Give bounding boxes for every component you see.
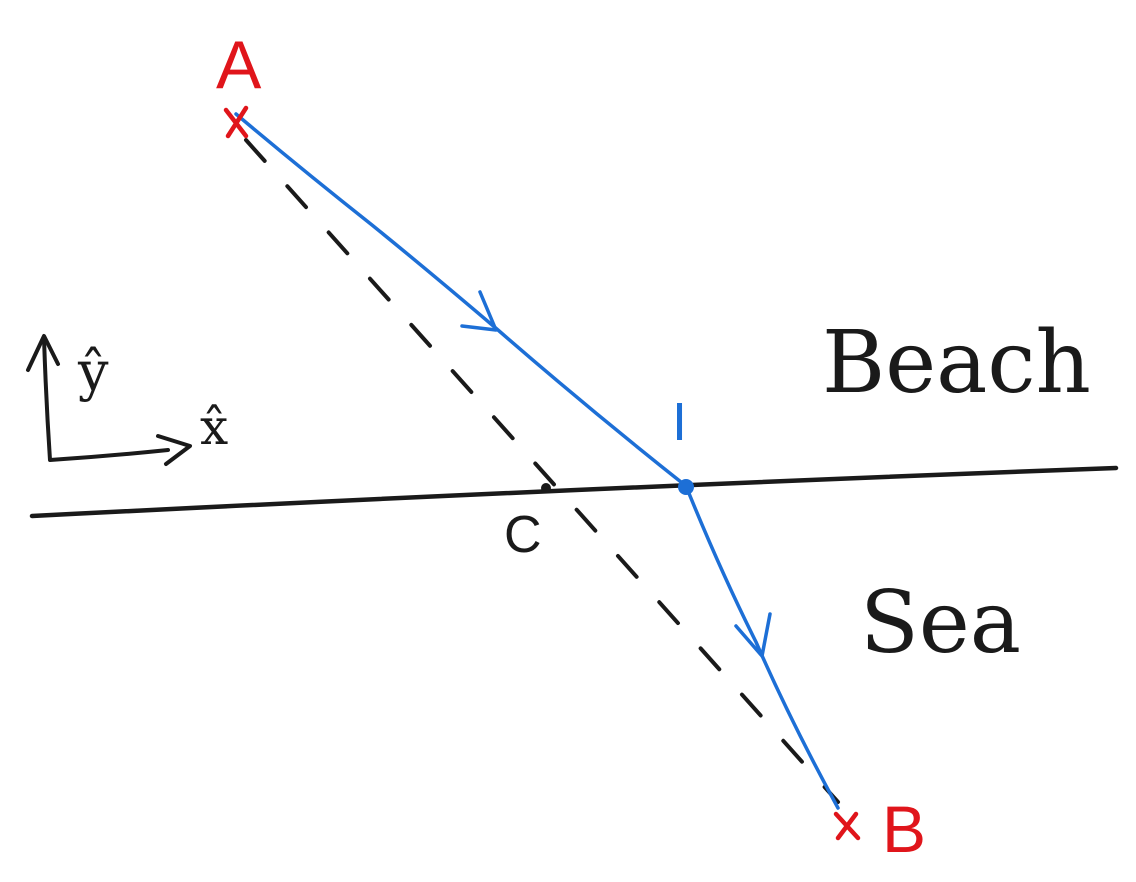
- dashed-line-a-to-b: [244, 138, 840, 804]
- point-b-cross: [833, 811, 861, 841]
- point-c-label: C: [504, 506, 542, 564]
- point-a-cross: [223, 105, 249, 139]
- point-a-label: A: [216, 27, 262, 103]
- point-i-label: I: [672, 392, 687, 452]
- path-segment-sea: [684, 484, 840, 810]
- region-beach-label: Beach: [822, 313, 1091, 413]
- direction-arrow-sea: [734, 612, 772, 658]
- axis-y-label: ŷ: [77, 340, 109, 403]
- shoreline: [29, 465, 1119, 519]
- axis-x-label: x̂: [200, 398, 228, 456]
- point-i-dot: [678, 479, 694, 495]
- point-c-dot: [541, 483, 551, 493]
- point-b-label: B: [882, 792, 926, 866]
- axes-icon: [26, 334, 192, 466]
- region-sea-label: Sea: [860, 573, 1021, 673]
- path-segment-beach: [234, 112, 688, 488]
- direction-arrow-beach: [460, 290, 498, 332]
